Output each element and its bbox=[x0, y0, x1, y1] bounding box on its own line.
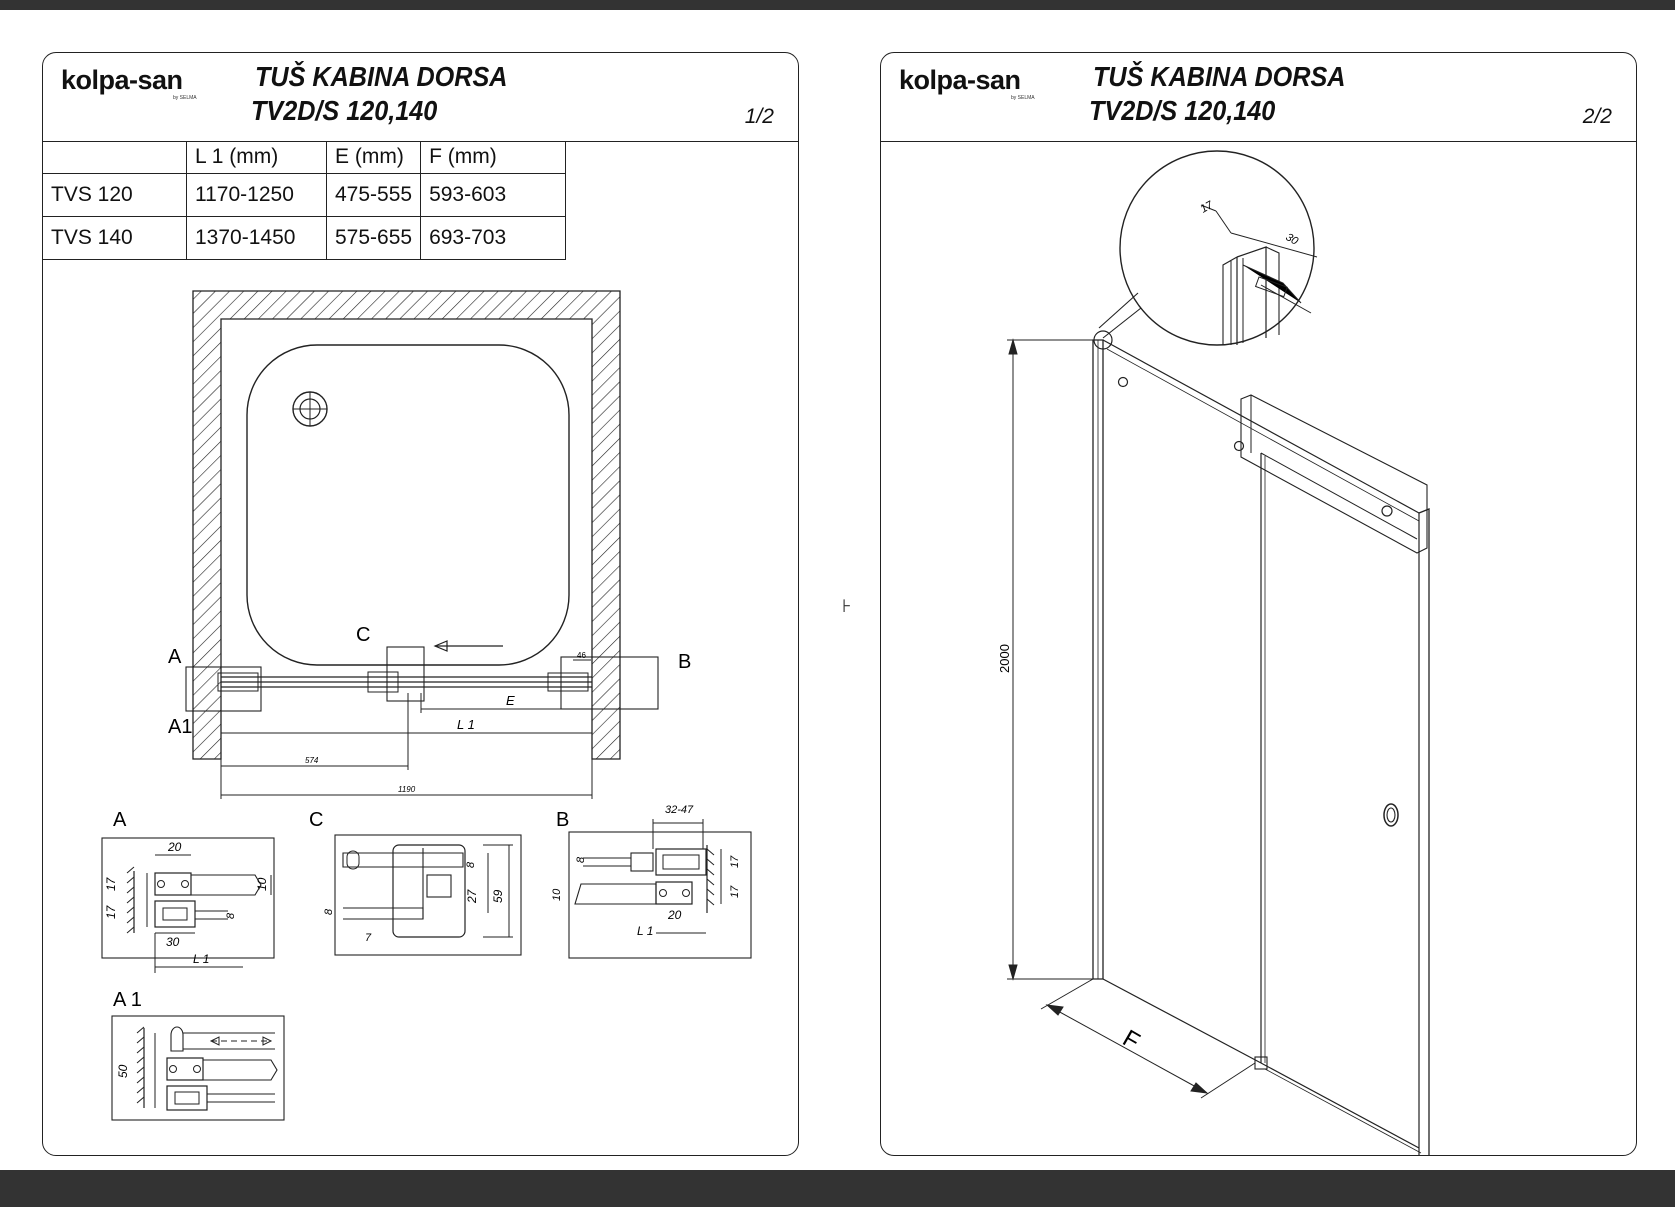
plan-label-b: B bbox=[678, 651, 691, 673]
sheet-page-1: kolpa-san by SELMA TUŠ KABINA DORSA TV2D… bbox=[42, 52, 799, 1156]
detail-c-title: C bbox=[309, 809, 323, 831]
detail-a-title: A bbox=[113, 809, 127, 831]
detail-b-dim-8: 8 bbox=[575, 856, 587, 863]
wall-hatch bbox=[192, 290, 621, 760]
detail-b-dim-17b: 17 bbox=[729, 885, 741, 898]
title-block: kolpa-san by SELMA TUŠ KABINA DORSA TV2D… bbox=[43, 53, 798, 142]
slide-arrow-icon bbox=[433, 640, 503, 652]
height-label: 2000 bbox=[997, 644, 1012, 673]
detail-c-dim-27: 27 bbox=[465, 888, 479, 904]
page-number: 1/2 bbox=[744, 105, 774, 128]
detail-dim-17: 17 bbox=[1199, 199, 1216, 216]
table-header-cell: F (mm) bbox=[420, 141, 567, 174]
sheet-page-2: kolpa-san by SELMA TUŠ KABINA DORSA TV2D… bbox=[880, 52, 1637, 1156]
bottom-bar bbox=[0, 1170, 1675, 1207]
detail-b-dim-10: 10 bbox=[551, 888, 563, 901]
dimension-lines bbox=[220, 659, 593, 799]
detail-a-dim-17: 17 bbox=[104, 876, 118, 891]
table-cell: 693-703 bbox=[420, 216, 567, 260]
door-handle-icon bbox=[1383, 803, 1399, 827]
callout-box-c bbox=[386, 646, 425, 702]
shower-door bbox=[1092, 339, 1430, 1155]
table-header-cell: L 1 (mm) bbox=[186, 141, 327, 174]
brand-logo: kolpa-san bbox=[899, 65, 1021, 95]
table-cell: 1170-1250 bbox=[186, 173, 327, 217]
drawing-model: TV2D/S 120,140 bbox=[251, 95, 438, 126]
plan-drawing: E L 1 574 1190 46 A A1 C B A bbox=[101, 290, 752, 1121]
brand-logo: kolpa-san bbox=[61, 65, 183, 95]
detail-a: A 20 17 17 10 8 30 L 1 bbox=[101, 809, 275, 973]
table-header-cell bbox=[43, 141, 187, 174]
detail-a-dim-17b: 17 bbox=[104, 904, 118, 919]
width-dimension bbox=[1040, 978, 1256, 1099]
page-number: 2/2 bbox=[1582, 105, 1612, 128]
detail-dim-30: 30 bbox=[1284, 231, 1301, 248]
detail-a1-title: A 1 bbox=[113, 989, 142, 1011]
title-block: kolpa-san by SELMA TUŠ KABINA DORSA TV2D… bbox=[881, 53, 1636, 142]
detail-a1-dim-50: 50 bbox=[116, 1064, 130, 1078]
detail-c-dim-8: 8 bbox=[465, 861, 477, 868]
magnified-detail: 17 30 bbox=[1098, 150, 1318, 346]
dim-1190-label: 1190 bbox=[398, 785, 416, 794]
page-cut-mark: ⊦ bbox=[842, 596, 852, 616]
drawing-model: TV2D/S 120,140 bbox=[1089, 95, 1276, 126]
table-cell: 475-555 bbox=[325, 173, 422, 217]
glass-rail bbox=[217, 671, 592, 693]
detail-c: C 8 27 59 8 7 bbox=[309, 809, 522, 956]
brand-sub: by SELMA bbox=[1011, 95, 1035, 101]
table-row: TVS 140 1370-1450 575-655 693-703 bbox=[43, 216, 567, 260]
detail-a1: A 1 50 bbox=[111, 989, 285, 1121]
isometric-view: 17 30 bbox=[997, 150, 1430, 1155]
dim-l1-label: L 1 bbox=[457, 717, 475, 732]
detail-a-dim-30: 30 bbox=[166, 935, 180, 949]
plan-label-c: C bbox=[356, 624, 370, 646]
plan-label-a: A bbox=[168, 646, 182, 668]
detail-b-dim-3247: 32-47 bbox=[665, 804, 694, 816]
detail-a-dim-20: 20 bbox=[167, 840, 182, 854]
detail-c-dim-7: 7 bbox=[365, 932, 372, 944]
width-label: F bbox=[1118, 1025, 1144, 1056]
detail-a-dim-8: 8 bbox=[225, 912, 237, 919]
height-dimension bbox=[1007, 338, 1093, 981]
top-bar bbox=[0, 0, 1675, 10]
table-cell: 1370-1450 bbox=[186, 216, 327, 260]
drawing-title: TUŠ KABINA DORSA bbox=[255, 61, 508, 92]
callout-box-b bbox=[560, 656, 659, 710]
detail-b-dim-l1: L 1 bbox=[637, 924, 653, 938]
dim-46-label: 46 bbox=[577, 651, 586, 660]
dim-574-label: 574 bbox=[305, 756, 319, 765]
dimension-table: L 1 (mm) E (mm) F (mm) TVS 120 1170-1250… bbox=[43, 141, 567, 260]
detail-c-dim-8b: 8 bbox=[323, 908, 335, 915]
detail-b-dim-20: 20 bbox=[667, 908, 682, 922]
table-cell: TVS 140 bbox=[43, 216, 187, 260]
shower-tray bbox=[246, 344, 570, 666]
detail-b-title: B bbox=[556, 809, 569, 831]
dim-e-label: E bbox=[506, 693, 515, 708]
detail-a-dim-10: 10 bbox=[255, 877, 269, 891]
drain-icon bbox=[292, 391, 328, 427]
table-header-cell: E (mm) bbox=[325, 141, 422, 174]
drawing-title: TUŠ KABINA DORSA bbox=[1093, 61, 1346, 92]
detail-b-dim-17a: 17 bbox=[729, 855, 741, 868]
brand-sub: by SELMA bbox=[173, 95, 197, 101]
detail-a-dim-l1: L 1 bbox=[193, 952, 209, 966]
detail-c-dim-59: 59 bbox=[491, 889, 505, 903]
table-cell: 575-655 bbox=[325, 216, 422, 260]
callout-box-a bbox=[185, 666, 262, 712]
detail-b: B 32-47 8 10 17 17 20 L 1 bbox=[551, 804, 752, 959]
table-header-row: L 1 (mm) E (mm) F (mm) bbox=[43, 141, 567, 174]
plan-label-a1: A1 bbox=[168, 716, 192, 738]
glass-holes bbox=[1117, 376, 1393, 517]
table-cell: TVS 120 bbox=[43, 173, 187, 217]
